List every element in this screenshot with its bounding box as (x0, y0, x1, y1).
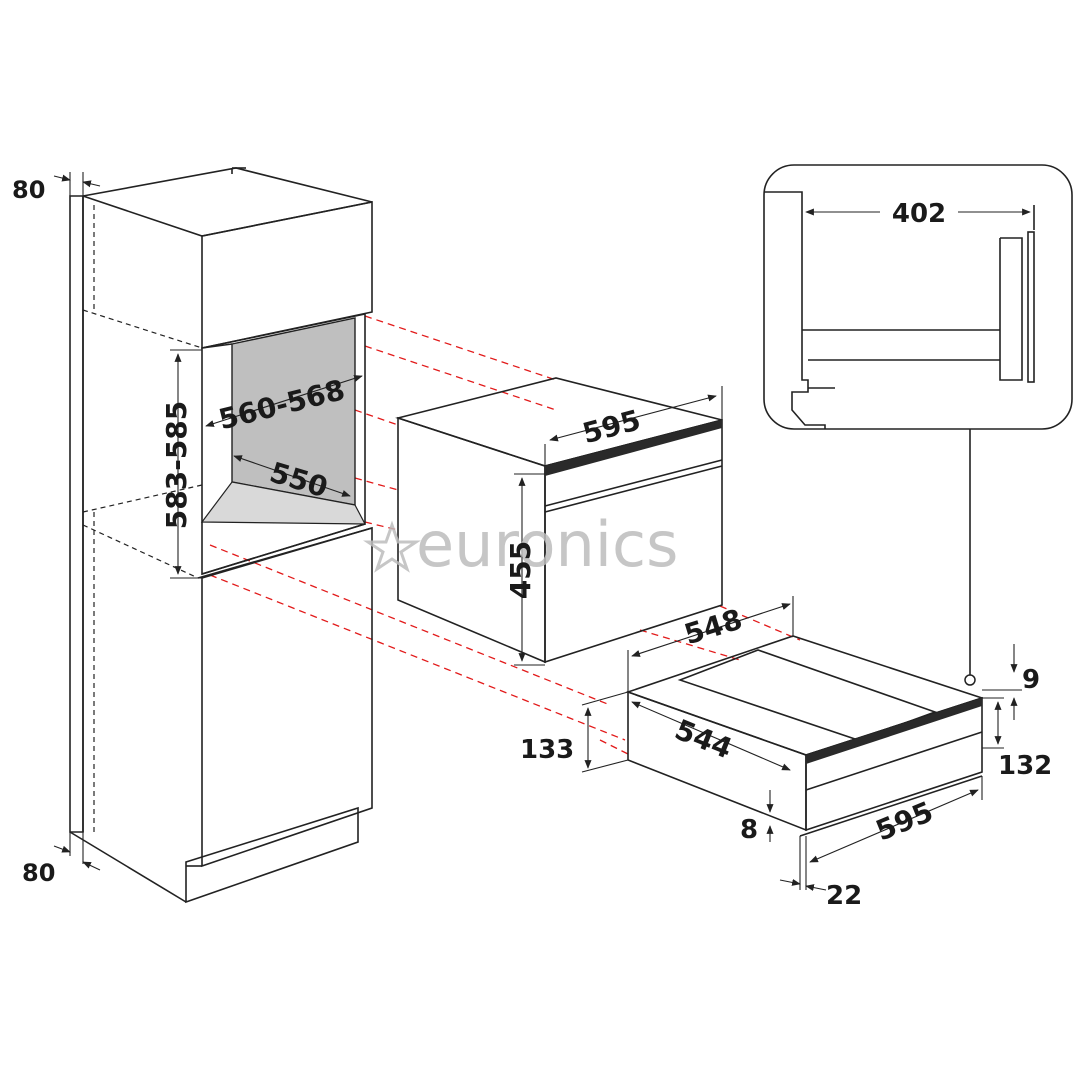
dimension-lines (53, 172, 1031, 892)
watermark-text: euronics (416, 508, 678, 581)
label-drawer-depth-top: 548 (680, 603, 746, 652)
star-icon (363, 520, 421, 573)
label-drawer-width: 595 (871, 795, 938, 847)
label-drawer-height-right: 132 (998, 751, 1052, 781)
watermark: euronics (363, 508, 678, 581)
label-niche-height: 583-585 (160, 401, 193, 530)
label-drawer-offset-bottom: 8 (740, 815, 758, 845)
label-drawer-height-left: 133 (520, 735, 574, 765)
label-cabinet-bottom-gap: 80 (22, 859, 55, 887)
detail-panel (763, 164, 1073, 686)
tall-cabinet (69, 167, 373, 904)
label-cabinet-top-gap: 80 (12, 176, 45, 204)
label-detail-width: 402 (892, 199, 946, 229)
label-oven-height: 455 (504, 541, 537, 599)
label-drawer-offset-top: 9 (1022, 665, 1040, 695)
label-drawer-depth-bottom: 544 (670, 713, 737, 765)
label-drawer-front-depth: 22 (826, 881, 862, 911)
